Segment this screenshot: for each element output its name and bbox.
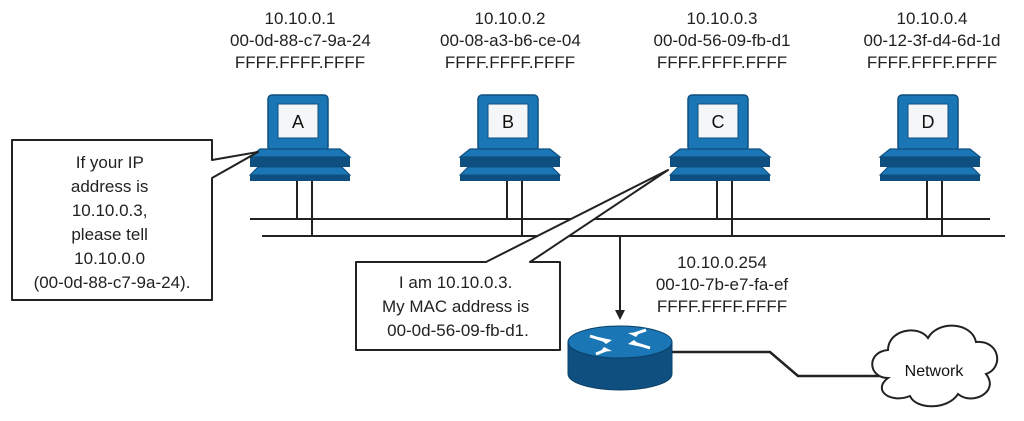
computer-icon: [878, 94, 982, 181]
request-line-3: 10.10.0.3,: [72, 201, 148, 220]
request-line-4: please tell: [71, 225, 148, 244]
host-a[interactable]: A: [248, 94, 352, 181]
router-address: 10.10.0.254 00-10-7b-e7-fa-ef FFFF.FFFF.…: [652, 252, 792, 318]
reply-line-2: My MAC address is: [382, 297, 529, 316]
reply-line-1: I am 10.10.0.3.: [399, 273, 512, 292]
host-d-ip: 10.10.0.4: [896, 9, 968, 28]
reply-line-3: 00-0d-56-09-fb-d1.: [387, 321, 529, 340]
cloud-icon: [871, 324, 999, 408]
host-b-broadcast: FFFF.FFFF.FFFF: [444, 53, 576, 72]
host-c-letter: C: [712, 112, 725, 132]
host-c-broadcast: FFFF.FFFF.FFFF: [656, 53, 788, 72]
host-c-ip: 10.10.0.3: [686, 9, 758, 28]
host-a-broadcast: FFFF.FFFF.FFFF: [234, 53, 366, 72]
host-b-ip: 10.10.0.2: [474, 9, 546, 28]
computer-icon: [668, 94, 772, 181]
request-line-5: 10.10.0.0: [74, 249, 145, 268]
host-a-address: 10.10.0.1 00-0d-88-c7-9a-24 FFFF.FFFF.FF…: [230, 8, 371, 74]
host-b-address: 10.10.0.2 00-08-a3-b6-ce-04 FFFF.FFFF.FF…: [440, 8, 581, 74]
router-icon: [567, 325, 673, 391]
router-mac: 00-10-7b-e7-fa-ef: [655, 275, 789, 294]
host-c-address: 10.10.0.3 00-0d-56-09-fb-d1 FFFF.FFFF.FF…: [652, 8, 792, 74]
reply-callout: I am 10.10.0.3. My MAC address is 00-0d-…: [355, 169, 669, 351]
svg-text:If your IP address is: If your IP address is 10.10.0.3, please …: [34, 153, 191, 292]
host-c-mac: 00-0d-56-09-fb-d1: [653, 31, 791, 50]
request-callout: If your IP address is 10.10.0.3, please …: [11, 139, 259, 301]
router-broadcast: FFFF.FFFF.FFFF: [656, 297, 788, 316]
host-d[interactable]: D: [878, 94, 982, 181]
host-b[interactable]: B: [458, 94, 562, 181]
computer-icon: [458, 94, 562, 181]
computer-icon: [248, 94, 352, 181]
router-ip: 10.10.0.254: [677, 253, 767, 272]
host-a-letter: A: [292, 112, 304, 132]
wan-link: [665, 350, 880, 378]
host-a-ip: 10.10.0.1: [264, 9, 336, 28]
network-cloud[interactable]: Network: [871, 324, 999, 408]
request-line-6: (00-0d-88-c7-9a-24).: [34, 273, 191, 292]
host-a-mac: 00-0d-88-c7-9a-24: [230, 31, 371, 50]
host-d-mac: 00-12-3f-d4-6d-1d: [863, 31, 1001, 50]
host-c[interactable]: C: [668, 94, 772, 181]
request-line-1: If your IP: [76, 153, 144, 172]
cloud-label: Network: [905, 363, 965, 380]
host-b-mac: 00-08-a3-b6-ce-04: [440, 31, 581, 50]
host-d-broadcast: FFFF.FFFF.FFFF: [866, 53, 998, 72]
host-d-letter: D: [922, 112, 935, 132]
request-line-2: address is: [71, 177, 148, 196]
svg-text:I am 10.10.0.3. My MAC: I am 10.10.0.3. My MAC address is 00-0d-…: [382, 273, 534, 340]
host-b-letter: B: [502, 112, 514, 132]
host-d-address: 10.10.0.4 00-12-3f-d4-6d-1d FFFF.FFFF.FF…: [862, 8, 1002, 74]
router[interactable]: [567, 325, 673, 391]
